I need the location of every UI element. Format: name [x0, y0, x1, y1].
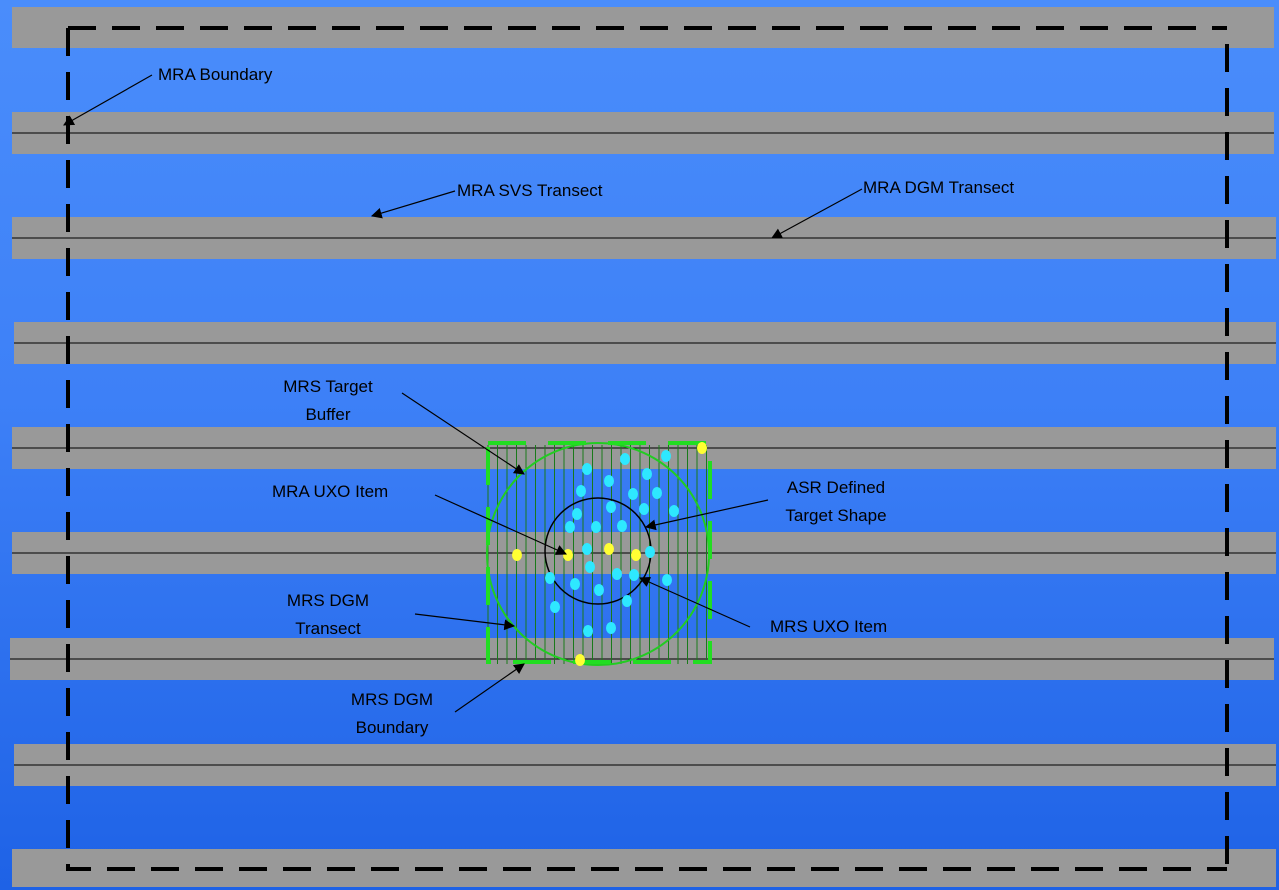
- mrs-dgm-boundary: [486, 441, 712, 664]
- mrs-uxo-item-dot: [585, 561, 595, 573]
- mrs-uxo-item-dot: [669, 505, 679, 517]
- label-mra-svs-transect: MRA SVS Transect: [457, 181, 603, 200]
- arrow-mra-svs-transect: [370, 190, 456, 219]
- label-mrs-dgm-boundary-line2: Boundary: [356, 718, 429, 737]
- mrs-uxo-item-dot: [629, 569, 639, 581]
- label-mrs-target-buffer-line1: MRS Target: [283, 377, 373, 396]
- mrs-uxo-item-dot: [565, 521, 575, 533]
- mrs-uxo-item-dot: [652, 487, 662, 499]
- mrs-uxo-item-dot: [661, 450, 671, 462]
- label-asr-target-shape-line2: Target Shape: [785, 506, 886, 525]
- mrs-uxo-item-dot: [582, 463, 592, 475]
- arrow-mrs-uxo-item: [639, 577, 751, 628]
- label-mrs-dgm-boundary-line1: MRS DGM: [351, 690, 433, 709]
- label-mra-uxo-item: MRA UXO Item: [272, 482, 388, 501]
- label-mrs-target-buffer-line2: Buffer: [305, 405, 350, 424]
- mrs-uxo-item-dot: [606, 622, 616, 634]
- mra-uxo-item-dot: [512, 549, 522, 561]
- mrs-uxo-item-dot: [604, 475, 614, 487]
- labels: MRA Boundary MRA SVS Transect MRA DGM Tr…: [158, 65, 1014, 737]
- label-mrs-uxo-item: MRS UXO Item: [770, 617, 887, 636]
- mrs-uxo-item-dot: [617, 520, 627, 532]
- mrs-uxo-item-dot: [645, 546, 655, 558]
- mrs-uxo-item-dot: [545, 572, 555, 584]
- mra-transect-bands: [10, 7, 1276, 887]
- mra-uxo-item-dot: [604, 543, 614, 555]
- mrs-uxo-item-dot: [662, 574, 672, 586]
- mrs-uxo-item-dot: [570, 578, 580, 590]
- label-asr-target-shape-line1: ASR Defined: [787, 478, 885, 497]
- label-mra-boundary: MRA Boundary: [158, 65, 273, 84]
- mra-boundary: [66, 26, 1229, 871]
- callout-arrows: [63, 74, 863, 713]
- mra-uxo-item-dot: [575, 654, 585, 666]
- mrs-uxo-item-dot: [576, 485, 586, 497]
- arrow-mra-uxo-item: [434, 494, 567, 555]
- mrs-uxo-item-dot: [582, 543, 592, 555]
- mra-uxo-item-dot: [631, 549, 641, 561]
- mrs-uxo-item-dot: [550, 601, 560, 613]
- mrs-uxo-item-dot: [583, 625, 593, 637]
- mra-uxo-item-dot: [697, 442, 707, 454]
- label-mrs-dgm-transect-line2: Transect: [295, 619, 361, 638]
- mrs-uxo-item-dot: [620, 453, 630, 465]
- mrs-uxo-item-dot: [642, 468, 652, 480]
- mrs-uxo-item-dot: [594, 584, 604, 596]
- arrow-mrs-dgm-boundary: [454, 663, 525, 713]
- mrs-uxo-item-dot: [572, 508, 582, 520]
- mrs-uxo-item-dot: [639, 503, 649, 515]
- label-mrs-dgm-transect-line1: MRS DGM: [287, 591, 369, 610]
- arrow-mra-boundary: [63, 74, 153, 126]
- mrs-uxo-item-dot: [606, 501, 616, 513]
- label-mra-dgm-transect: MRA DGM Transect: [863, 178, 1014, 197]
- uxo-items: [512, 442, 707, 666]
- mrs-uxo-item-dot: [612, 568, 622, 580]
- mrs-uxo-item-dot: [591, 521, 601, 533]
- mrs-uxo-item-dot: [622, 595, 632, 607]
- arrow-asr-target-shape: [644, 499, 769, 531]
- arrow-mrs-dgm-transect: [414, 613, 516, 631]
- mra-uxo-item-dot: [563, 549, 573, 561]
- arrow-mrs-target-buffer: [401, 392, 525, 475]
- mrs-uxo-item-dot: [628, 488, 638, 500]
- arrow-mra-dgm-transect: [771, 188, 863, 239]
